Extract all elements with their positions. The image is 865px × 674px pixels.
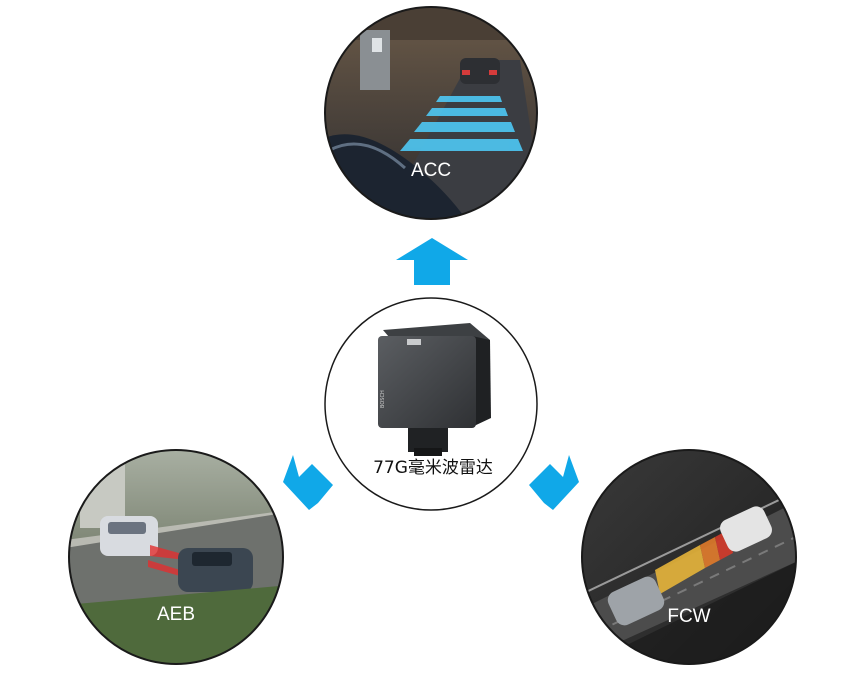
fcw-feature-circle: FCW xyxy=(581,449,797,665)
aeb-scene-image xyxy=(69,450,283,664)
arrow-up-icon xyxy=(396,238,468,285)
radar-brand-mark: BOSCH xyxy=(380,390,386,408)
aeb-label: AEB xyxy=(157,604,195,625)
radar-center-circle: BOSCH 77G毫米波雷达 xyxy=(324,297,538,511)
arrow-down-right-icon xyxy=(529,455,579,510)
acc-scene-image xyxy=(325,7,537,219)
acc-radar-stripes xyxy=(400,96,523,151)
aeb-feature-circle: AEB xyxy=(68,449,284,665)
aeb-brake-beams xyxy=(148,545,186,576)
fcw-scene-image xyxy=(582,450,796,664)
acc-label: ACC xyxy=(411,160,451,181)
fcw-label: FCW xyxy=(667,606,710,627)
radar-device-image: BOSCH xyxy=(378,323,491,456)
arrow-down-left-icon xyxy=(283,455,333,510)
radar-label: 77G毫米波雷达 xyxy=(373,458,493,478)
acc-feature-circle: ACC xyxy=(324,6,538,220)
